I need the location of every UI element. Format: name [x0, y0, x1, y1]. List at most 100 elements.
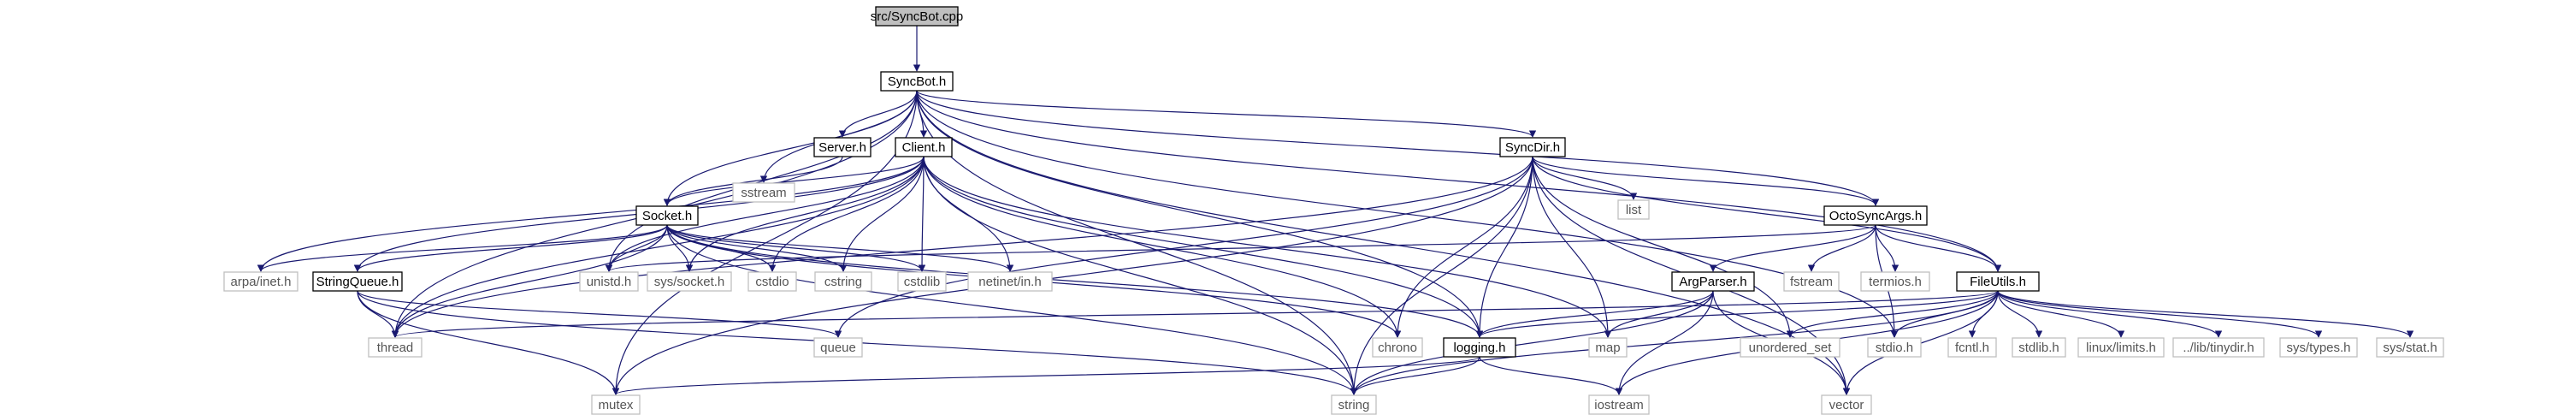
- node-label: queue: [820, 341, 856, 355]
- edge-stringqueue-h-to-mutex: [357, 290, 620, 395]
- node-linux-limits-h[interactable]: linux/limits.h: [2077, 337, 2165, 358]
- node-box: [1671, 271, 1755, 292]
- node-netinet-in-h[interactable]: netinet/in.h: [967, 271, 1053, 292]
- node-src-syncbot-cpp[interactable]: src/SyncBot.cpp: [871, 6, 963, 27]
- node-argparser-h[interactable]: ArgParser.h: [1671, 271, 1755, 292]
- edge-logging-h-to-string: [1350, 356, 1480, 395]
- edge-syncbot-h-to-syncdir-h: [916, 90, 1536, 138]
- node-box: [1956, 271, 2040, 292]
- node-box: [1860, 271, 1930, 292]
- node-label: mutex: [599, 398, 634, 412]
- node-client-h[interactable]: Client.h: [895, 137, 953, 157]
- edge-octosyncargs-h-to-argparser-h: [1709, 224, 1876, 272]
- edge-server-h-to-socket-h: [663, 156, 843, 206]
- edge-socket-h-to-cstdlib: [666, 224, 926, 272]
- node-map[interactable]: map: [1588, 337, 1628, 358]
- node-label: thread: [377, 341, 414, 355]
- node-label: FileUtils.h: [1970, 275, 2026, 289]
- edge-client-h-to-sys-socket-h: [685, 156, 925, 272]
- node-string[interactable]: string: [1331, 394, 1377, 415]
- node-logging-h[interactable]: logging.h: [1443, 337, 1516, 358]
- node-stdlib-h[interactable]: stdlib.h: [2012, 337, 2066, 358]
- node-label: unistd.h: [587, 275, 632, 289]
- edge-octosyncargs-h-to-fstream: [1807, 224, 1876, 272]
- node-fcntl-h[interactable]: fcntl.h: [1947, 337, 1997, 358]
- node-unistd-h[interactable]: unistd.h: [579, 271, 639, 292]
- node-label: SyncDir.h: [1505, 140, 1560, 155]
- node-octosyncargs-h[interactable]: OctoSyncArgs.h: [1823, 205, 1928, 226]
- node-box: [1499, 137, 1566, 157]
- node-socket-h[interactable]: Socket.h: [635, 205, 699, 226]
- node-stringqueue-h[interactable]: StringQueue.h: [312, 271, 403, 292]
- edge-socket-h-to-logging-h: [666, 224, 1484, 338]
- node-stdio-h[interactable]: stdio.h: [1867, 337, 1922, 358]
- node-label: sys/stat.h: [2383, 341, 2437, 355]
- edge-fileutils-h-to-linux-limits-h: [1997, 290, 2125, 338]
- node-label: sys/socket.h: [654, 275, 725, 289]
- edge-stringqueue-h-to-queue: [357, 290, 842, 338]
- edge-syncdir-h-to-fileutils-h: [1532, 156, 2002, 272]
- edge-octosyncargs-h-to-fileutils-h: [1875, 224, 2002, 272]
- edge-fileutils-h-to-vector: [1842, 290, 1999, 395]
- node-box: [1331, 394, 1377, 415]
- node-arpa-inet-h[interactable]: arpa/inet.h: [223, 271, 298, 292]
- node-sys-socket-h[interactable]: sys/socket.h: [647, 271, 732, 292]
- node-box: [880, 71, 954, 92]
- edge-argparser-h-to-iostream: [1615, 290, 1714, 395]
- node-syncdir-h[interactable]: SyncDir.h: [1499, 137, 1566, 157]
- node-label: OctoSyncArgs.h: [1829, 209, 1922, 223]
- edge-syncdir-h-to-string: [1350, 156, 1533, 395]
- node-iostream[interactable]: iostream: [1588, 394, 1650, 415]
- node-label: Server.h: [818, 140, 866, 155]
- node-fstream[interactable]: fstream: [1783, 271, 1840, 292]
- node-fileutils-h[interactable]: FileUtils.h: [1956, 271, 2040, 292]
- edge-fileutils-h-to-string: [1350, 290, 1999, 395]
- node-label: ../lib/tinydir.h: [2183, 341, 2254, 355]
- edge-fileutils-h-to-unordered-set: [1786, 290, 1999, 338]
- node-label: chrono: [1378, 341, 1417, 355]
- node-cstdlib[interactable]: cstdlib: [897, 271, 947, 292]
- node-cstdio[interactable]: cstdio: [747, 271, 797, 292]
- node-lib-tinydir-h[interactable]: ../lib/tinydir.h: [2172, 337, 2265, 358]
- edge-logging-h-to-iostream: [1479, 356, 1623, 395]
- node-label: cstdlib: [904, 275, 941, 289]
- node-box: [223, 271, 298, 292]
- node-box: [1588, 337, 1628, 358]
- edge-client-h-to-thread: [391, 156, 925, 338]
- node-label: list: [1626, 203, 1642, 217]
- node-box: [1588, 394, 1650, 415]
- node-box: [747, 271, 797, 292]
- node-box: [1372, 337, 1423, 358]
- edge-socket-h-to-cstring: [666, 224, 848, 272]
- node-syncbot-h[interactable]: SyncBot.h: [880, 71, 954, 92]
- edge-client-h-to-chrono: [923, 156, 1402, 338]
- node-label: Socket.h: [642, 209, 692, 223]
- node-queue[interactable]: queue: [813, 337, 863, 358]
- node-label: unordered_set: [1749, 341, 1833, 355]
- node-box: [579, 271, 639, 292]
- node-chrono[interactable]: chrono: [1372, 337, 1423, 358]
- node-server-h[interactable]: Server.h: [813, 137, 871, 157]
- edge-fileutils-h-to-sys-types-h: [1997, 290, 2323, 338]
- node-unordered-set[interactable]: unordered_set: [1740, 337, 1840, 358]
- node-box: [635, 205, 699, 226]
- node-sys-types-h[interactable]: sys/types.h: [2279, 337, 2358, 358]
- node-label: termios.h: [1869, 275, 1922, 289]
- node-cstring[interactable]: cstring: [814, 271, 872, 292]
- node-mutex[interactable]: mutex: [591, 394, 641, 415]
- node-sstream[interactable]: sstream: [732, 182, 795, 203]
- node-thread[interactable]: thread: [368, 337, 422, 358]
- edge-socket-h-to-stringqueue-h: [353, 224, 668, 272]
- node-sys-stat-h[interactable]: sys/stat.h: [2376, 337, 2444, 358]
- edge-syncbot-h-to-server-h: [838, 90, 918, 138]
- node-box: [312, 271, 403, 292]
- edge-syncdir-h-to-thread: [391, 156, 1533, 338]
- node-label: sys/types.h: [2286, 341, 2350, 355]
- node-vector[interactable]: vector: [1821, 394, 1872, 415]
- edge-client-h-to-map: [923, 156, 1612, 338]
- node-list[interactable]: list: [1617, 199, 1650, 220]
- edge-fileutils-h-to-logging-h: [1475, 290, 1999, 338]
- node-termios-h[interactable]: termios.h: [1860, 271, 1930, 292]
